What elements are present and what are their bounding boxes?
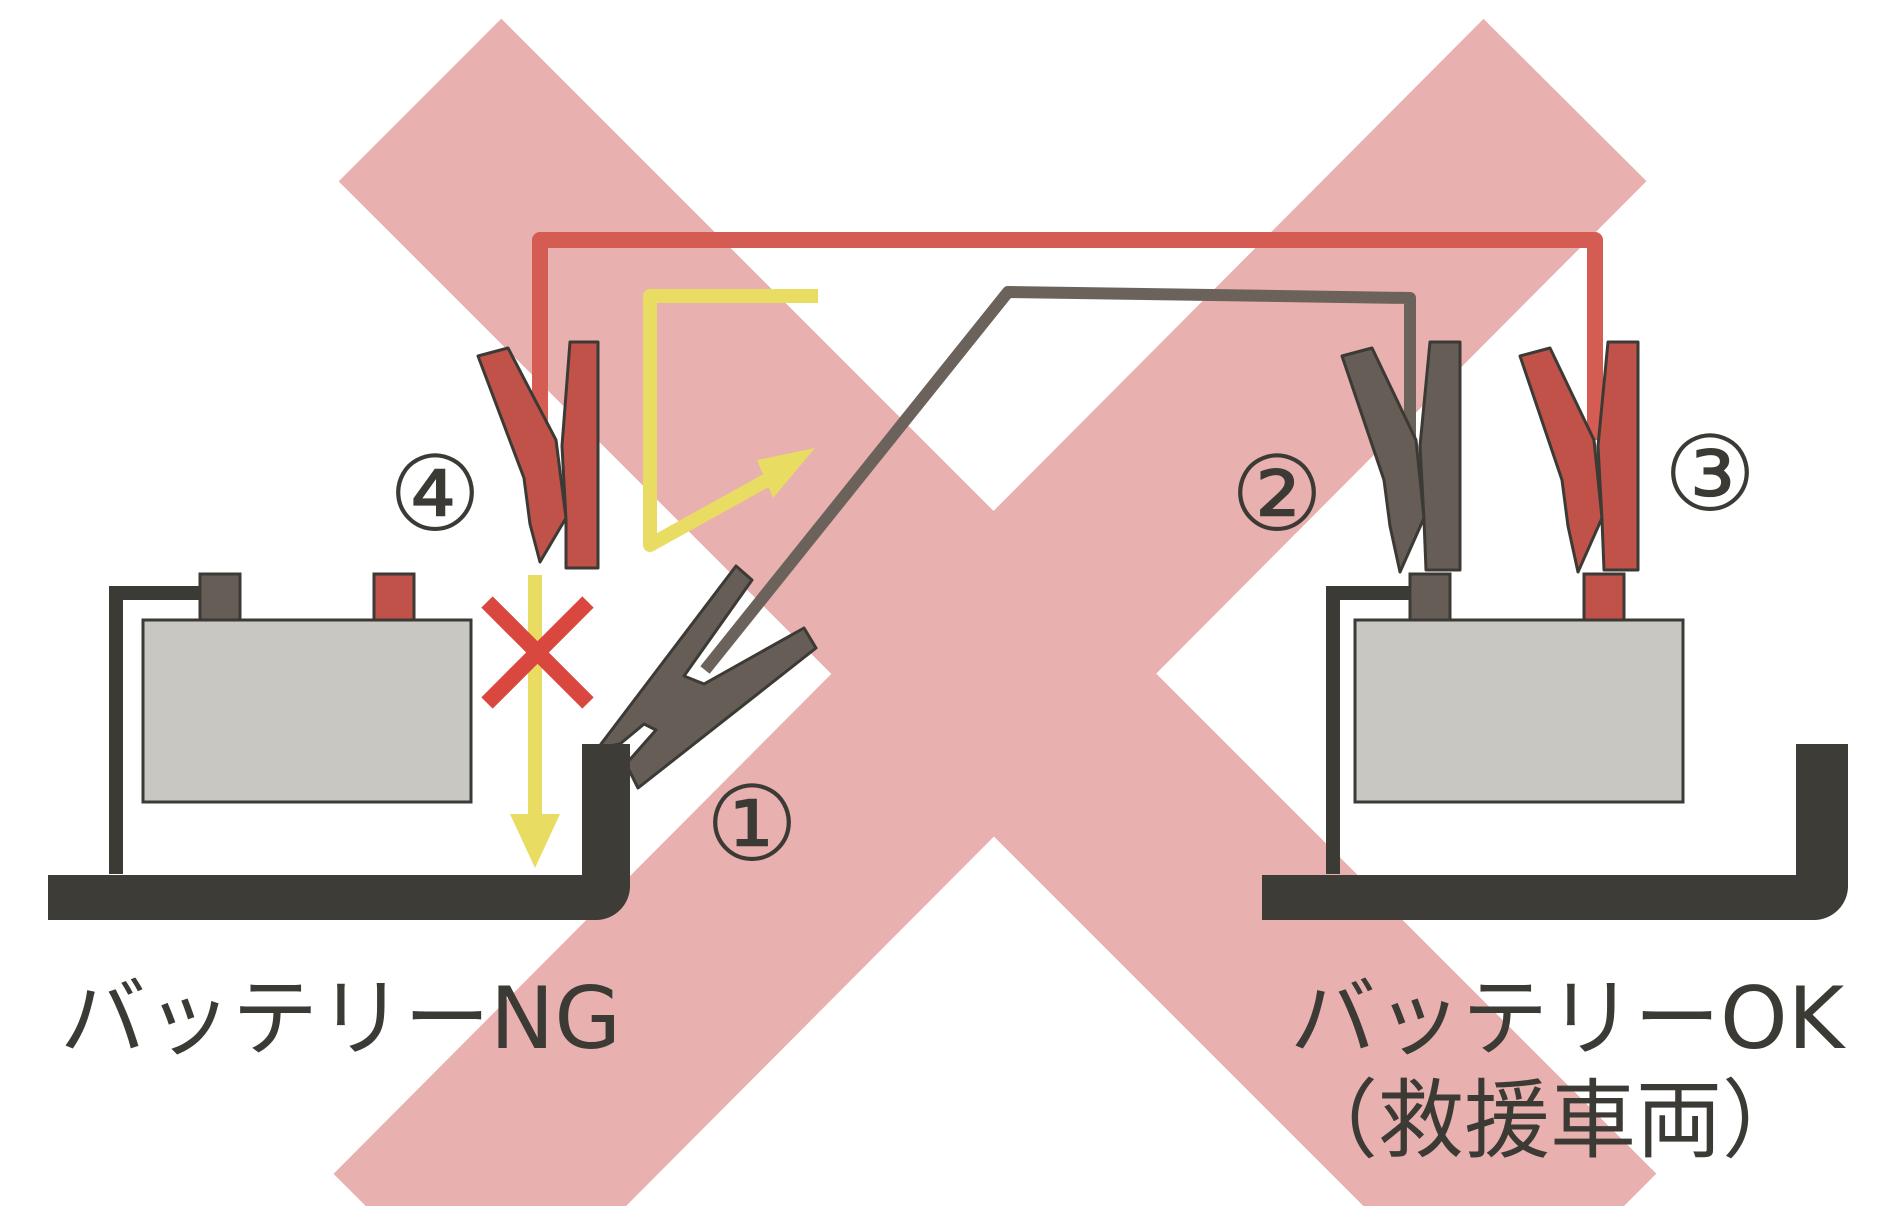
clamp-1-black	[596, 564, 818, 790]
x-mark-icon	[481, 596, 594, 709]
current-down-arrow	[510, 575, 560, 868]
black-booster-cable	[700, 286, 1416, 674]
step-3-label: ③	[1663, 413, 1756, 535]
step-4-label: ④	[388, 433, 481, 555]
step-2-label: ②	[1230, 433, 1323, 555]
battery-ok-label: バッテリーOK	[1290, 969, 1847, 1069]
battery-ok	[1326, 572, 1685, 874]
battery-ng	[109, 572, 473, 874]
clamp-4-red	[476, 340, 600, 570]
clamp-3-red	[1518, 340, 1640, 574]
step-1-label: ①	[705, 763, 798, 885]
battery-ng-label: バッテリーNG	[60, 969, 621, 1069]
current-flow-arrow	[643, 289, 818, 552]
ok-vehicle-body	[1262, 744, 1848, 920]
rescue-vehicle-label: （救援車両）	[1292, 1071, 1808, 1171]
ng-vehicle-body	[48, 744, 630, 920]
red-booster-cable	[532, 232, 1603, 440]
clamp-2-black	[1340, 340, 1462, 574]
